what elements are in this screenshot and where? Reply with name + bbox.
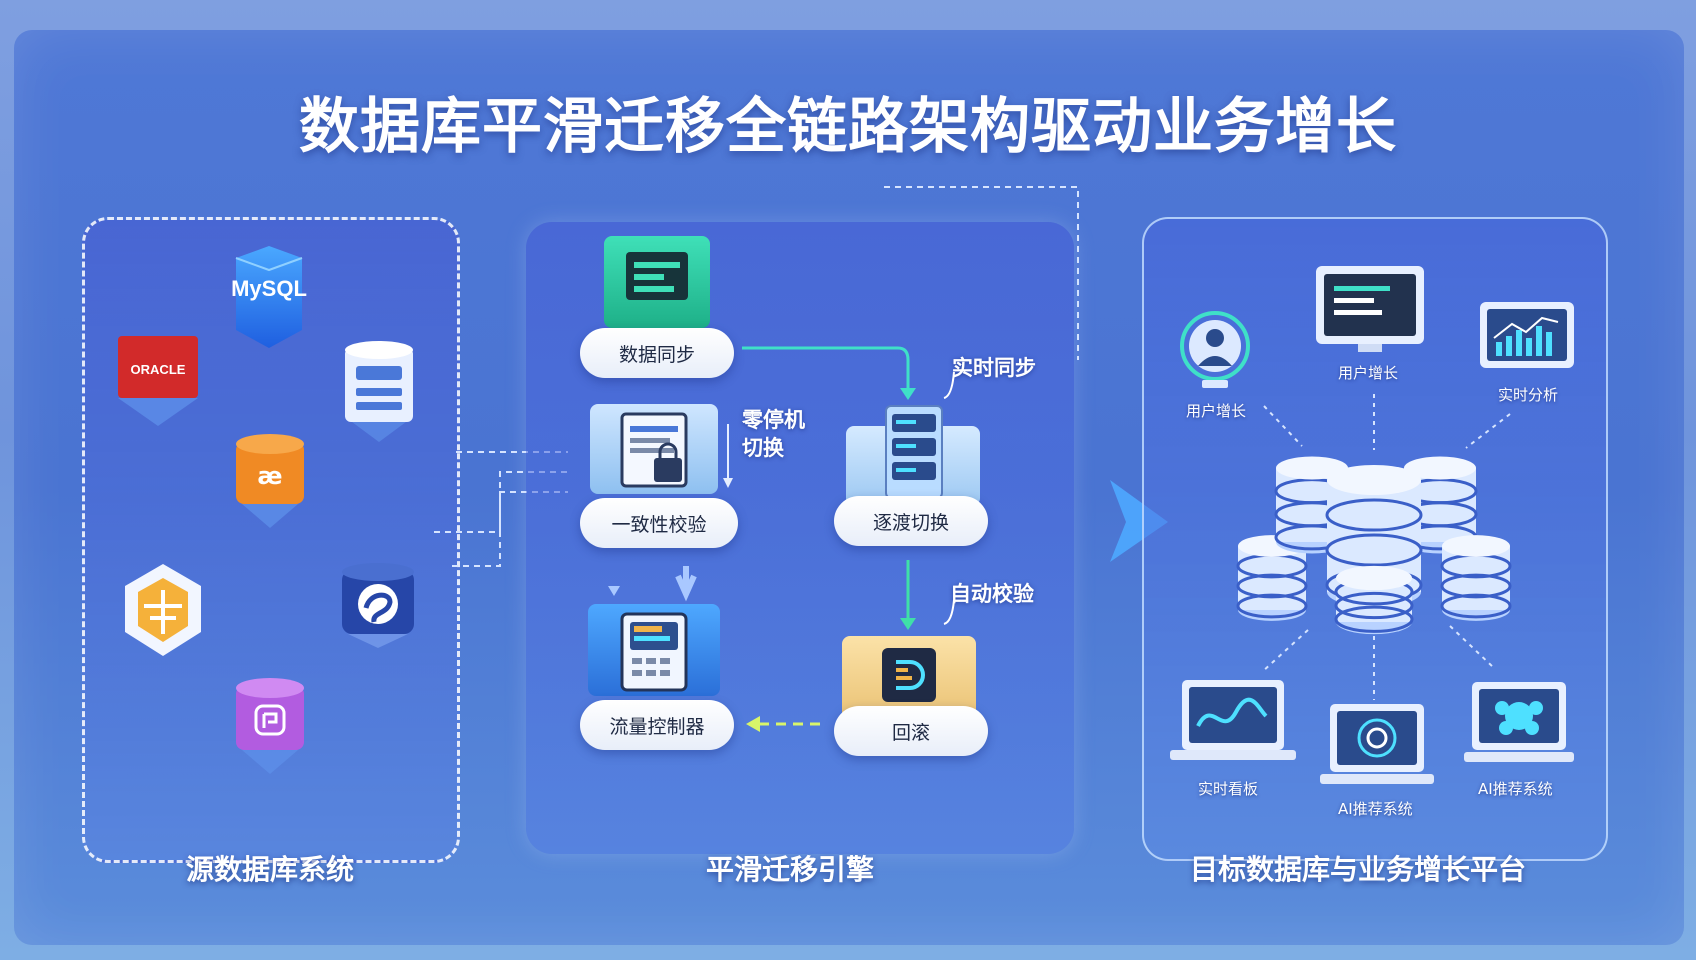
source-panel-label: 源数据库系统 [186,853,355,886]
data-sync-monitor-icon [604,236,710,328]
server-database-icon [342,338,416,448]
mysql-icon: MySQL [231,244,307,354]
realtime-dashboard-label: 实时看板 [1198,780,1259,798]
traffic-controller-icon [588,604,720,696]
rollback-node: 回滚 [834,706,988,756]
engine-panel-label: 平滑迁移引擎 [706,853,875,886]
svg-text:æ: æ [257,462,282,490]
db-cylinder-right [1440,535,1512,621]
realtime-dashboard-laptop-icon [1168,678,1298,770]
ai-recommend-label-right: AI推荐系统 [1478,780,1553,798]
rollback-icon [880,646,938,704]
user-avatar-icon [1178,310,1252,396]
zero-downtime-line-2: 切换 [742,436,784,460]
ai-recommend-label-center: AI推荐系统 [1338,800,1413,818]
data-sync-node: 数据同步 [580,328,734,378]
consistency-document-icon [590,404,718,494]
user-growth-label-left: 用户增长 [1186,402,1247,420]
db-cylinder-front [1334,565,1414,635]
traffic-controller-node: 流量控制器 [580,700,734,750]
oracle-icon: ORACLE [116,334,200,430]
ai-recommend-laptop-icon [1318,702,1436,794]
oracle-logo-text: ORACLE [131,362,186,377]
zero-downtime-line-1: 零停机 [742,408,805,432]
db-cylinder-left [1236,535,1308,621]
consistency-check-node: 一致性校验 [580,498,738,548]
zero-downtime-label: 零停机 切换 [742,406,805,462]
blue-database-icon [340,562,416,650]
user-growth-label-monitor: 用户增长 [1338,364,1399,382]
switch-node: 逐渡切换 [834,496,988,546]
ai-brain-laptop-icon [1462,680,1576,770]
analytics-chart-icon [1478,300,1576,378]
page-title: 数据库平滑迁移全链路架构驱动业务增长 [299,92,1397,162]
hexagon-database-icon [122,562,204,660]
mysql-logo-text: MySQL [231,276,307,301]
user-growth-monitor-icon [1314,264,1426,358]
realtime-analysis-label: 实时分析 [1498,386,1559,404]
database-cluster-icon [1230,450,1530,640]
purple-database-icon [234,676,306,780]
server-rack-icon [884,404,944,500]
auto-verify-label: 自动校验 [950,582,1034,606]
realtime-sync-label: 实时同步 [952,356,1036,380]
target-panel-label: 目标数据库与业务增长平台 [1190,853,1527,886]
orange-database-icon: æ [234,432,306,536]
